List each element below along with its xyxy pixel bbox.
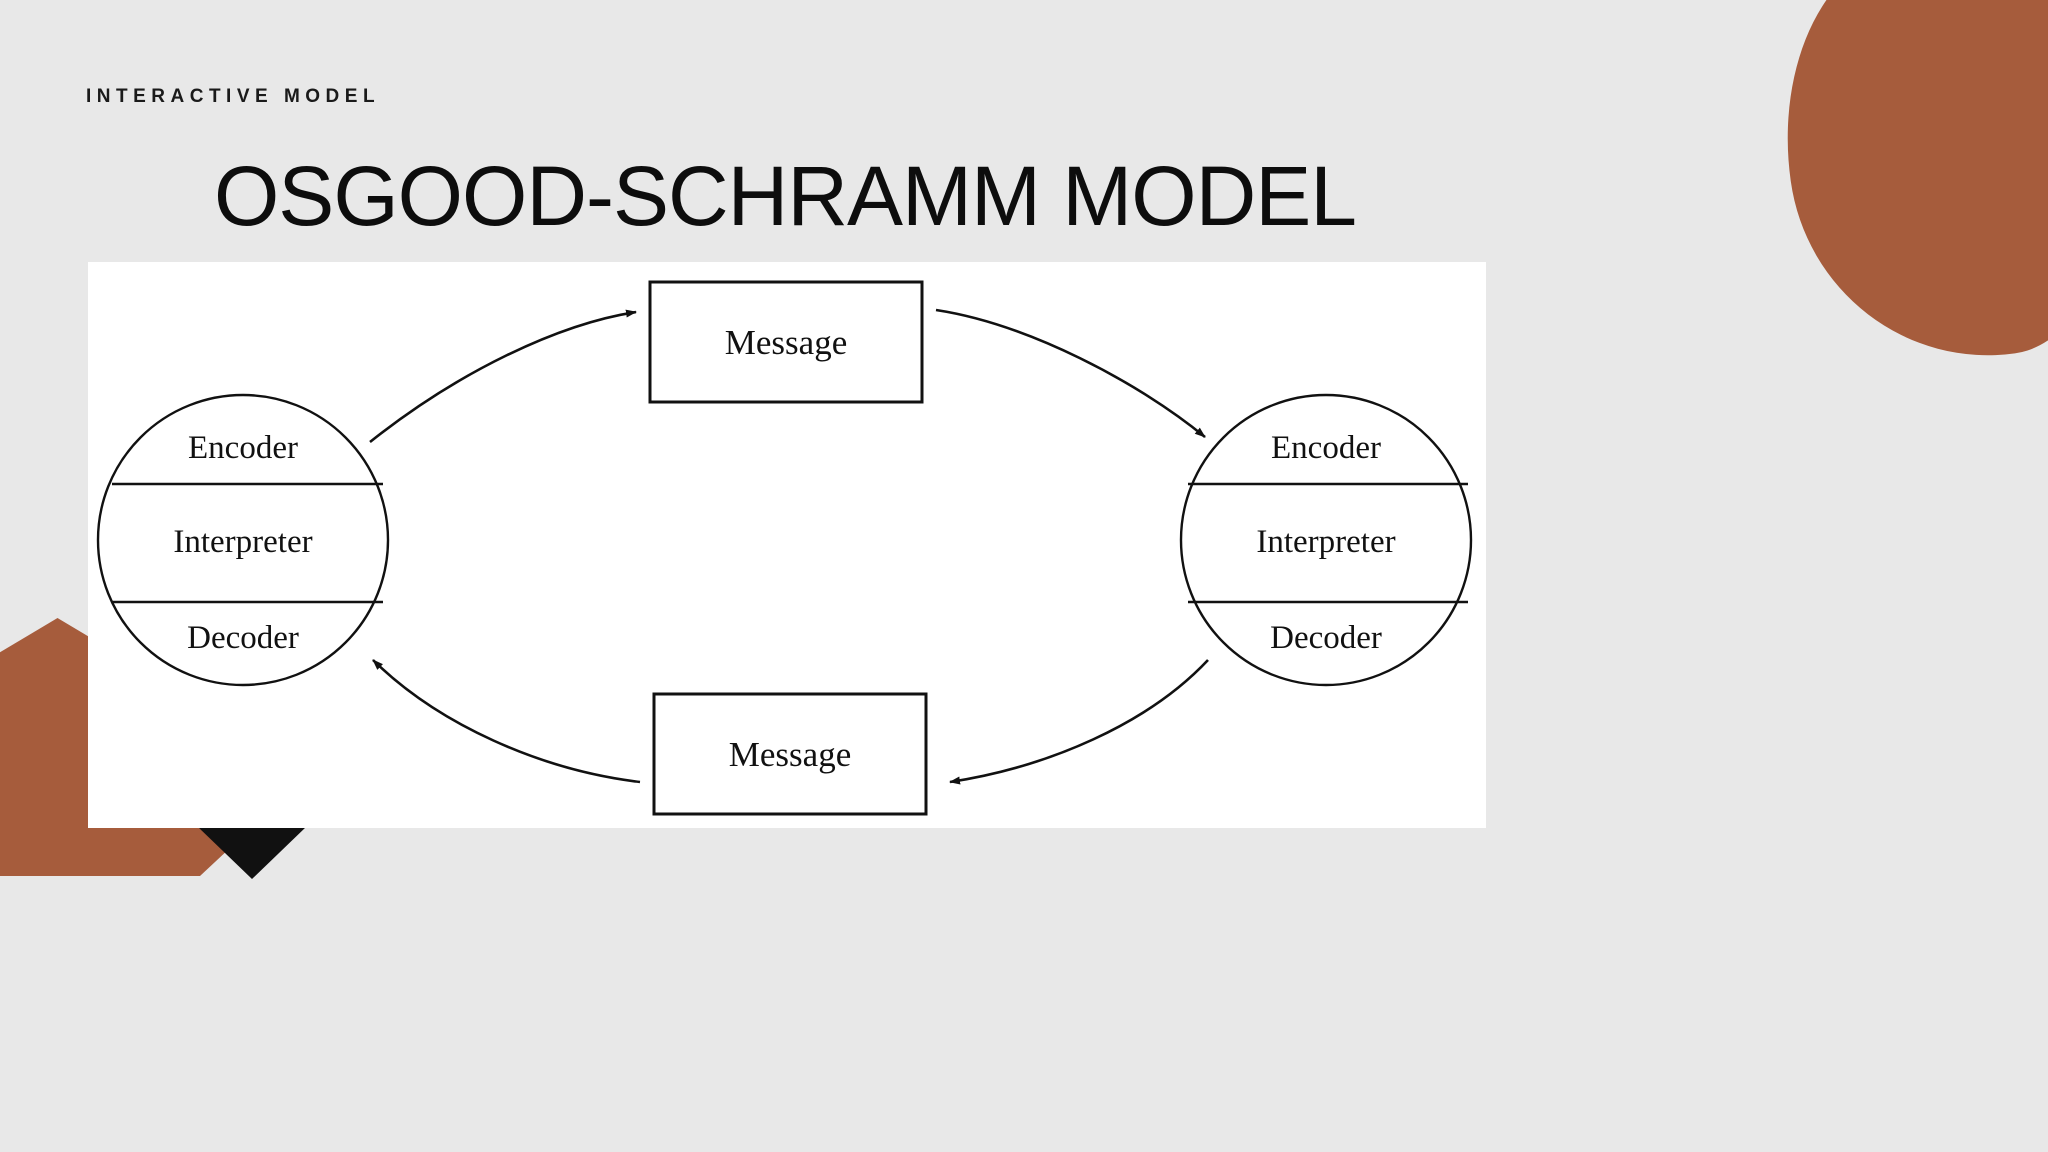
decorative-blob-top-right — [1760, 0, 2048, 381]
osgood-schramm-diagram: Encoder Interpreter Decoder Encoder Inte… — [88, 262, 1486, 828]
arrow-right-to-bottom-message — [949, 659, 1209, 785]
diagram-panel: Encoder Interpreter Decoder Encoder Inte… — [88, 262, 1486, 828]
right-circle-outline — [1179, 393, 1473, 687]
bottom-message-rect — [652, 692, 928, 816]
top-message-label: Message — [725, 323, 847, 362]
left-band-label-interpreter: Interpreter — [173, 524, 312, 560]
top-message-box[interactable]: Message — [648, 280, 924, 404]
left-participant-node[interactable]: Encoder Interpreter Decoder — [96, 393, 390, 687]
left-band-label-decoder: Decoder — [187, 620, 299, 656]
right-participant-node[interactable]: Encoder Interpreter Decoder — [1179, 393, 1473, 687]
slide-eyebrow: INTERACTIVE MODEL — [86, 86, 381, 107]
arrow-top-message-to-right — [935, 308, 1206, 439]
top-message-rect — [648, 280, 924, 404]
left-circle-outline — [96, 393, 390, 687]
right-band-label-encoder: Encoder — [1271, 430, 1381, 466]
right-band-label-interpreter: Interpreter — [1256, 524, 1395, 560]
page-title: OSGOOD-SCHRAMM MODEL — [213, 149, 1357, 243]
arrow-bottom-message-to-left — [372, 659, 641, 784]
arrow-left-to-top-message — [369, 309, 637, 444]
bottom-message-label: Message — [729, 735, 851, 774]
left-band-label-encoder: Encoder — [188, 430, 298, 466]
right-band-label-decoder: Decoder — [1270, 620, 1382, 656]
bottom-message-box[interactable]: Message — [652, 692, 928, 816]
diagram-svg: Encoder Interpreter Decoder Encoder Inte… — [96, 280, 1473, 816]
